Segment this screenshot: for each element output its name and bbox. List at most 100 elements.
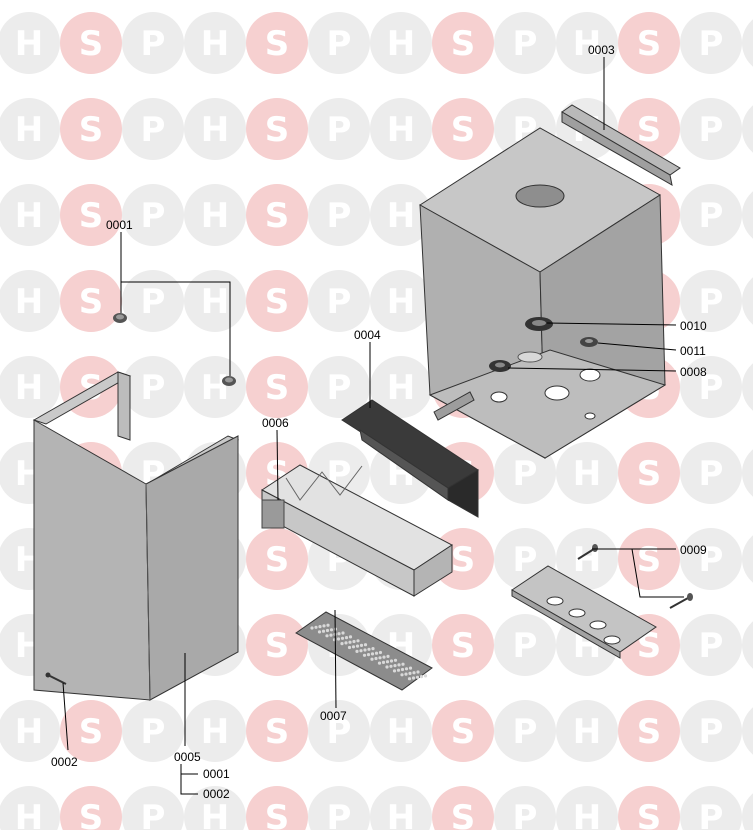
watermark-letter: S [451,540,476,580]
watermark-letter: S [451,110,476,150]
perforation-dot [347,645,352,650]
perforation-dot [400,667,405,672]
watermark-circle [618,528,680,590]
front-casing-panel[interactable] [32,371,240,701]
watermark-circle [308,98,370,160]
perforation-dot [381,660,386,665]
watermark-circle [742,105,753,153]
bolt-part[interactable] [669,593,693,609]
watermark-circle [742,449,753,497]
watermark-letter: S [637,712,662,752]
watermark-letter: H [387,368,415,408]
perforation-dot [385,665,389,669]
bolt-part[interactable] [577,544,598,560]
watermark-letter: P [141,24,166,64]
perforation-dot [393,658,398,662]
perforation-dot [340,642,344,646]
control-cover-part[interactable] [341,399,479,518]
watermark-circle [680,12,742,74]
watermark-letter: S [79,24,104,64]
watermark-letter: H [201,110,229,150]
perforation-dot [408,671,412,676]
perforation-dot [325,634,329,638]
control-housing-part[interactable] [261,464,453,597]
watermark-circle [0,12,60,74]
watermark-letter: S [451,712,476,752]
watermark-circle [556,786,618,830]
perforation-dot [367,647,371,651]
watermark-circle [680,528,742,590]
watermark-letter: S [637,798,662,830]
perforation-dot [397,663,401,667]
watermark-circle [618,786,680,830]
watermark-circle [184,98,246,160]
label-0010-flue-seal: 0010 [680,319,707,333]
base-grid-plate-part[interactable] [295,611,433,691]
watermark-letter: P [699,712,724,752]
watermark-circle [742,363,753,411]
watermark-circle [308,356,370,418]
watermark-circle [60,270,122,332]
watermark-circle [246,356,308,418]
perforation-dot [348,635,353,639]
perforation-dot [355,644,360,648]
perforation-dot [322,624,326,628]
watermark-circle [742,621,753,669]
watermark-letter: P [699,626,724,666]
flue-seal-part[interactable] [525,317,553,331]
watermark-circle [370,12,432,74]
watermark-circle [680,442,742,504]
watermark-letter: P [513,712,538,752]
watermark-circle [246,614,308,676]
base-seal-part[interactable] [489,360,511,372]
watermark-circle [494,442,556,504]
bottom-bracket-part[interactable] [511,565,657,659]
perforation-dot [348,640,352,644]
perforation-dot [385,660,390,664]
watermark-circle [370,184,432,246]
watermark-letter: S [637,110,662,150]
watermark-letter: P [513,24,538,64]
watermark-circle [60,12,122,74]
watermark-circle [122,270,184,332]
watermark-circle [184,786,246,830]
watermark-letter: P [699,454,724,494]
watermark-circle [556,528,618,590]
perforation-dot [325,628,330,633]
watermark-circle [370,786,432,830]
watermark-circle [432,98,494,160]
watermark-letter: S [265,540,290,580]
grommet-part[interactable] [222,376,236,386]
watermark-letter: P [513,626,538,666]
label-0009-bottom-bracket: 0009 [680,543,707,557]
watermark-circle [680,184,742,246]
perforation-dot [344,636,349,640]
watermark-circle [0,356,60,418]
watermark-letter: H [201,196,229,236]
watermark-letter: H [201,282,229,322]
watermark-circle [60,700,122,762]
perforation-dot [344,641,348,645]
watermark-circle [370,98,432,160]
grommet-part[interactable] [113,313,127,323]
top-bracket-part[interactable] [561,104,681,186]
watermark-letter: H [387,712,415,752]
watermark-circle [0,184,60,246]
watermark-circle [432,12,494,74]
watermark-circle [246,184,308,246]
watermark-circle [618,12,680,74]
watermark-circle [122,98,184,160]
watermark-circle [742,707,753,755]
screw-part[interactable] [45,672,67,685]
label-0005-sub-0001: 0001 [203,767,230,781]
watermark-letter: H [201,798,229,830]
small-seal-part[interactable] [580,337,598,347]
boiler-casing-box[interactable] [419,127,667,459]
watermark-circle [742,19,753,67]
watermark-circle [308,270,370,332]
watermark-circle [184,12,246,74]
label-0001-grommet: 0001 [106,218,133,232]
watermark-letter: S [265,24,290,64]
watermark-letter: S [79,798,104,830]
